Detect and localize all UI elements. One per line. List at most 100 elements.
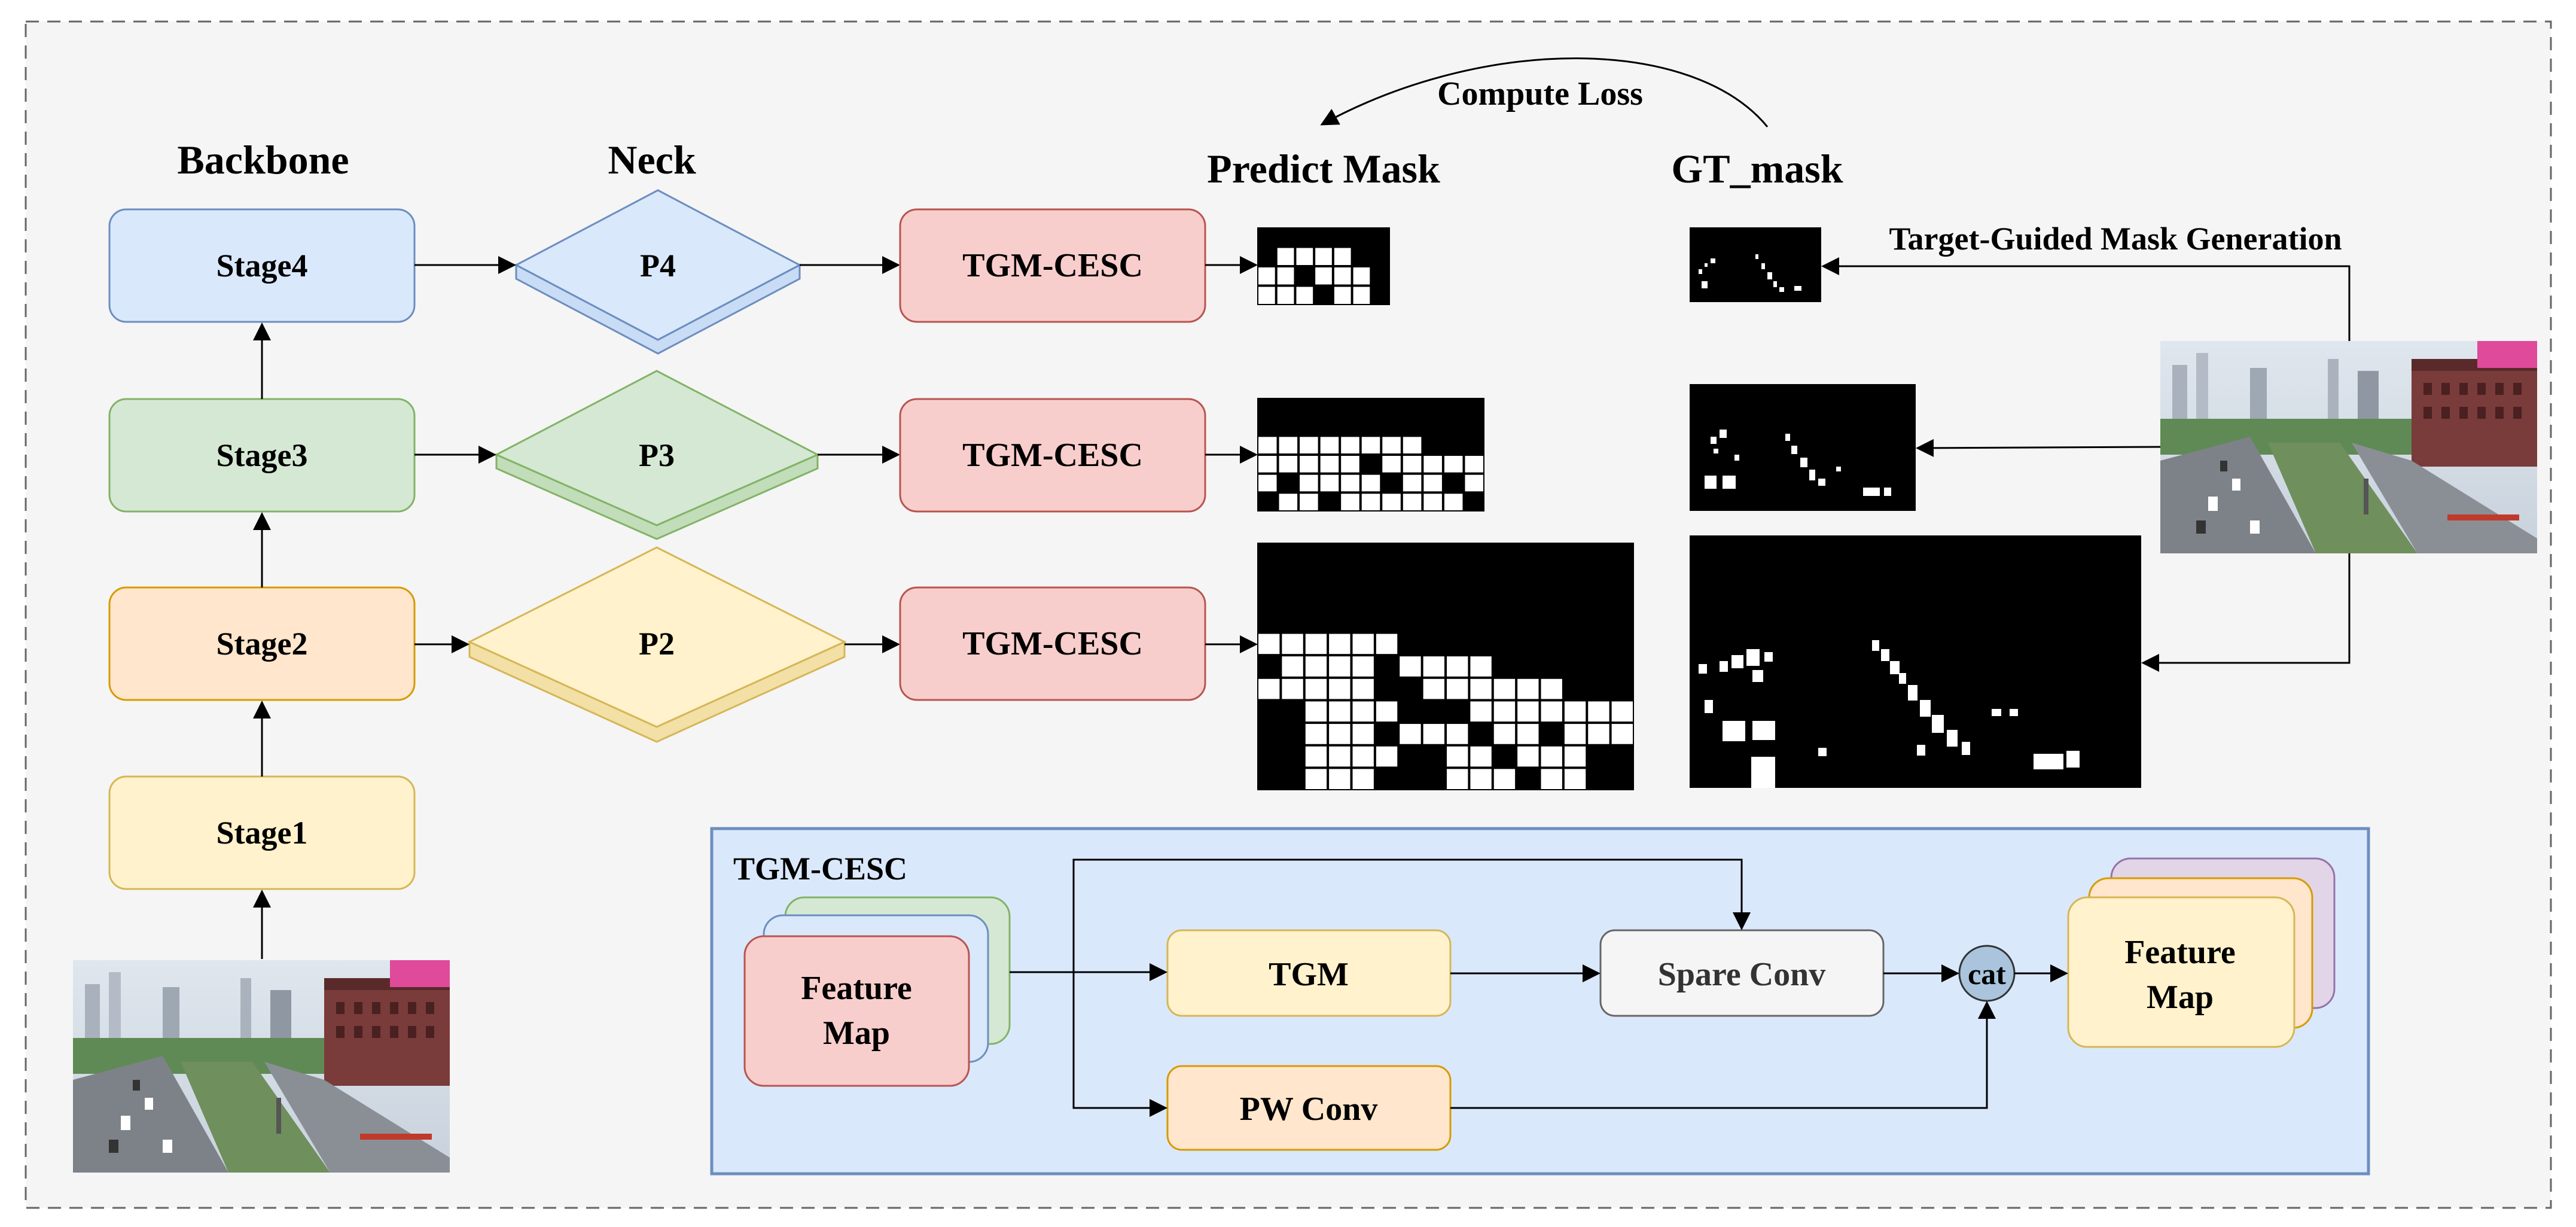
mask-cell (1277, 267, 1294, 285)
tgmg-source-image (2160, 341, 2537, 553)
mask-cell (1444, 494, 1463, 510)
mask-cell (1588, 701, 1609, 722)
mask-cell (1341, 474, 1359, 492)
mask-cell (1329, 656, 1351, 677)
mask-cell (1376, 746, 1398, 767)
arrow-source-gt2 (2141, 553, 2351, 672)
mask-cell (1305, 724, 1327, 744)
mask-cell (1564, 701, 1586, 722)
feature-map-output-stack (2067, 857, 2336, 1048)
mask-background (1257, 227, 1390, 305)
mask-cell (1403, 437, 1422, 453)
mask-cell (1305, 746, 1327, 767)
mask-cell (1376, 701, 1398, 722)
stage3-label: Stage3 (217, 437, 308, 473)
mask-cell (1400, 724, 1421, 744)
mask-cell (1470, 656, 1492, 677)
mask-cell (1376, 634, 1398, 654)
mask-cell (1541, 746, 1562, 767)
mask-cell (1341, 494, 1359, 510)
arrow-feature-pwconv (1072, 972, 1167, 1117)
mask-cell (1447, 746, 1468, 767)
mask-cell (1403, 494, 1422, 510)
mask-cell (1329, 746, 1351, 767)
mask-cell (1382, 456, 1401, 473)
mask-cell (1447, 769, 1468, 789)
mask-cell (1493, 769, 1516, 789)
arrow-pwconv-cat (1450, 1001, 1996, 1109)
mask-cell (1352, 769, 1374, 789)
mask-cell (1361, 494, 1380, 510)
input-image (73, 960, 450, 1173)
feature-map-input-stack (743, 896, 1011, 1087)
p4-label: P4 (640, 248, 676, 284)
mask-cell (1564, 746, 1586, 767)
mask-cell (1444, 456, 1463, 473)
mask-cell (1541, 678, 1562, 699)
stage4-label: Stage4 (217, 248, 308, 284)
predict-mask-header: Predict Mask (1207, 146, 1440, 191)
mask-cell (1258, 267, 1275, 285)
predict-mask-p3 (1257, 398, 1484, 511)
feature-map-output-label-2: Map (2147, 979, 2214, 1016)
mask-cell (1353, 267, 1370, 285)
mask-cell (1423, 724, 1444, 744)
p2-label: P2 (639, 626, 675, 662)
mask-cell (1258, 456, 1277, 473)
mask-cell (1258, 287, 1275, 304)
tgm-label: TGM (1269, 956, 1349, 993)
mask-background (1257, 398, 1484, 511)
mask-cell (1334, 267, 1351, 285)
mask-cell (1361, 474, 1380, 492)
mask-cell (1329, 769, 1351, 789)
mask-cell (1305, 769, 1327, 789)
mask-cell (1517, 701, 1539, 722)
mask-cell (1329, 678, 1351, 699)
arrow-feature-spareconv-top (1072, 858, 1751, 972)
mask-cell (1300, 494, 1318, 510)
mask-cell (1341, 456, 1359, 473)
mask-cell (1352, 701, 1374, 722)
mask-cell (1352, 746, 1374, 767)
mask-cell (1352, 724, 1374, 744)
predict-mask-p4 (1257, 227, 1390, 305)
arrow-source-gt4 (1821, 257, 2351, 341)
mask-cell (1258, 474, 1277, 492)
mask-cell (1517, 678, 1539, 699)
mask-cell (1517, 724, 1539, 744)
arrow-source-gt3 (1916, 439, 2161, 457)
detail-title: TGM-CESC (733, 851, 907, 887)
mask-cell (1423, 678, 1444, 699)
mask-cell (1296, 287, 1313, 304)
p2-diamond (467, 546, 847, 743)
mask-cell (1296, 248, 1313, 265)
spare-conv-label: Spare Conv (1658, 956, 1826, 993)
mask-cell (1470, 678, 1492, 699)
mask-cell (1320, 474, 1339, 492)
mask-cell (1382, 437, 1401, 453)
mask-cell (1315, 267, 1332, 285)
mask-cell (1279, 456, 1298, 473)
mask-cell (1352, 656, 1374, 677)
mask-cell (1305, 634, 1327, 654)
mask-cell (1423, 656, 1444, 677)
feature-map-input-label-1: Feature (801, 970, 912, 1007)
mask-cell (1465, 456, 1483, 473)
mask-cell (1423, 456, 1442, 473)
mask-cell (1447, 656, 1468, 677)
mask-cell (1300, 456, 1318, 473)
mask-cell (1564, 769, 1586, 789)
mask-cell (1282, 634, 1303, 654)
head2-label: TGM-CESC (962, 625, 1143, 662)
mask-cell (1541, 701, 1562, 722)
mask-cell (1403, 474, 1422, 492)
mask-cell (1423, 474, 1442, 492)
mask-cell (1279, 494, 1298, 510)
gt-mask-p3 (1690, 384, 1916, 511)
stage1-label: Stage1 (217, 815, 308, 851)
compute-loss-arrow (1320, 57, 1769, 127)
mask-cell (1334, 287, 1351, 304)
stage2-label: Stage2 (217, 626, 308, 662)
mask-cell (1334, 248, 1351, 265)
